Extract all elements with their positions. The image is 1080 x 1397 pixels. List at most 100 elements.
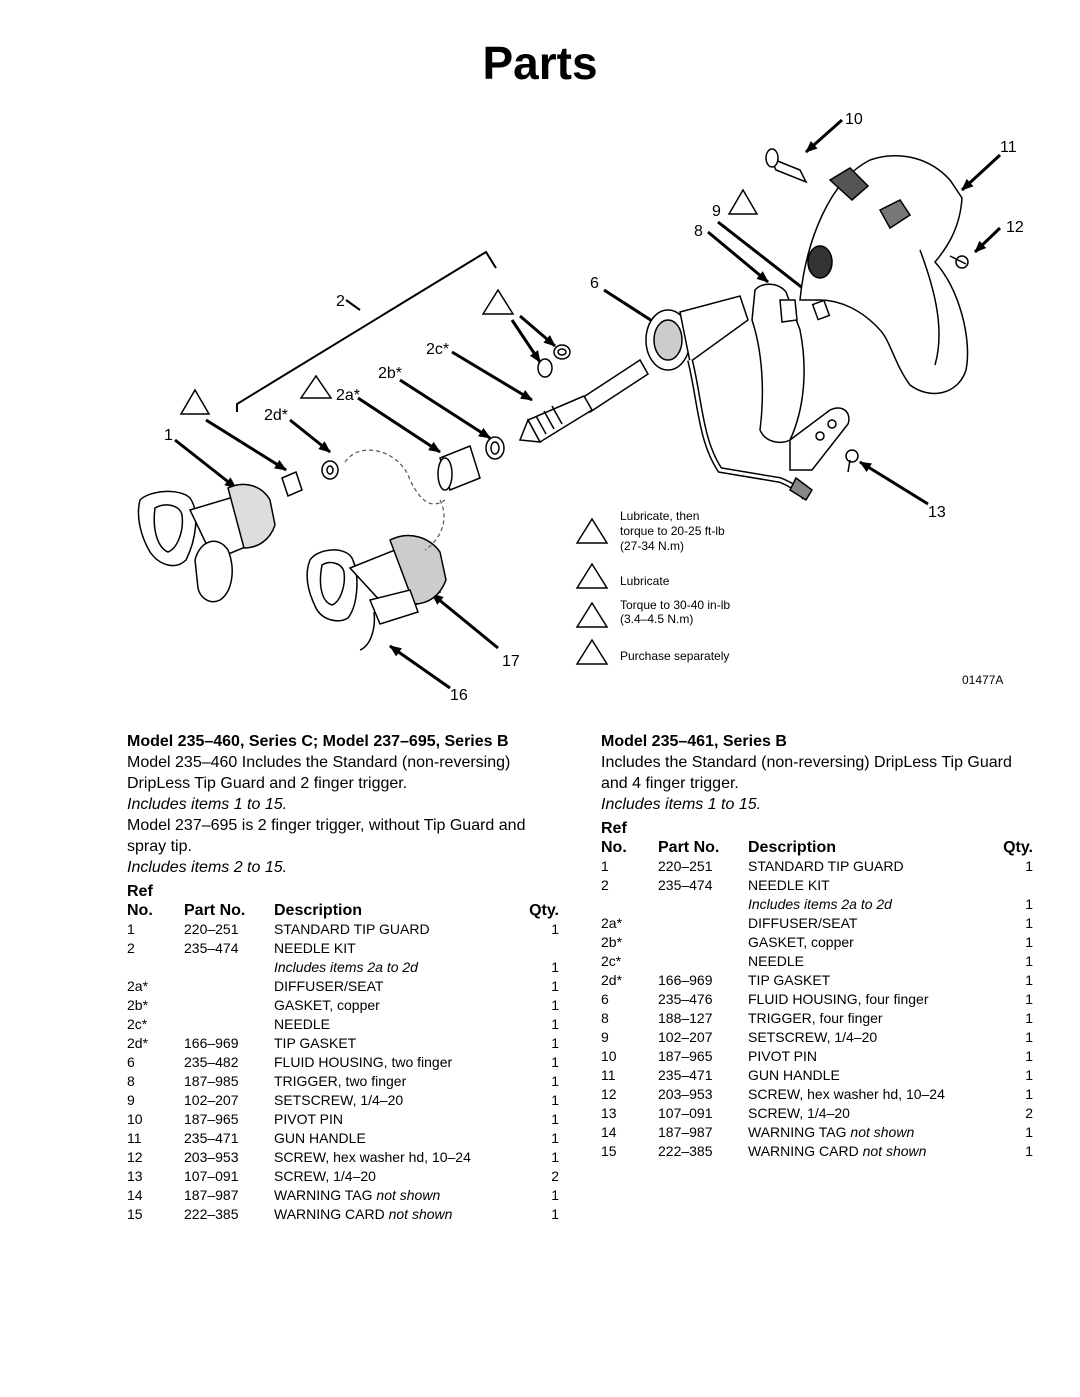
description-cell: STANDARD TIP GUARD <box>274 920 521 939</box>
description-text: WARNING CARD <box>274 1206 385 1222</box>
description-note: not shown <box>388 1206 453 1222</box>
part-no-cell: 102–207 <box>658 1029 713 1045</box>
part-no-cell: 203–953 <box>184 1149 239 1165</box>
diffuser-seat <box>437 445 481 491</box>
ref-cell: 8 <box>127 1073 135 1089</box>
description-text: STANDARD TIP GUARD <box>748 858 904 874</box>
leader-13 <box>859 460 929 506</box>
qty-cell: 1 <box>551 1054 559 1070</box>
description-cell: NEEDLE <box>274 1015 521 1034</box>
ref-cell: 2b* <box>601 934 623 950</box>
description-text: SETSCREW, 1/4–20 <box>748 1029 878 1045</box>
ref-cell: 10 <box>127 1111 143 1127</box>
callout-9: 9 <box>712 203 721 220</box>
description-cell: STANDARD TIP GUARD <box>748 857 995 876</box>
ref-cell: 9 <box>127 1092 135 1108</box>
leader-2c <box>451 350 533 402</box>
description-text: SCREW, 1/4–20 <box>274 1168 376 1184</box>
description-cell: WARNING CARD not shown <box>748 1142 995 1161</box>
description-text: DIFFUSER/SEAT <box>274 978 384 994</box>
callout-labels: 10 11 12 9 8 6 2 2c* 2b* 2a* 2d* 1 13 17… <box>164 111 1024 704</box>
part-no-cell: 220–251 <box>658 858 713 874</box>
qty-cell: 1 <box>1025 858 1033 874</box>
description-cell: DIFFUSER/SEAT <box>748 914 995 933</box>
part-no-cell <box>184 958 274 977</box>
part-no-cell <box>658 895 748 914</box>
part-no-cell: 235–471 <box>184 1130 239 1146</box>
qty-cell: 1 <box>551 1149 559 1165</box>
model-title: Model 235–460, Series C; Model 237–695, … <box>127 733 509 750</box>
ref-cell: 11 <box>601 1067 616 1083</box>
description-text: NEEDLE KIT <box>748 877 830 893</box>
description-cell: SCREW, hex washer hd, 10–24 <box>274 1148 521 1167</box>
qty-cell: 2 <box>1025 1105 1033 1121</box>
description-text: SETSCREW, 1/4–20 <box>274 1092 404 1108</box>
description-cell: NEEDLE KIT <box>274 939 521 958</box>
leader-6 <box>603 288 661 328</box>
ref-cell: 2b* <box>127 997 149 1013</box>
qty-cell: 1 <box>551 1187 559 1203</box>
callout-2a: 2a* <box>336 387 360 404</box>
part-no-cell: 166–969 <box>658 972 713 988</box>
description-text: PIVOT PIN <box>748 1048 817 1064</box>
qty-cell: 1 <box>551 959 559 975</box>
model-title: Model 235–461, Series B <box>601 733 787 750</box>
description-text: PIVOT PIN <box>274 1111 343 1127</box>
part-no-cell <box>658 952 748 971</box>
qty-cell: 1 <box>551 1035 559 1051</box>
ref-cell: 6 <box>601 991 609 1007</box>
description-text: STANDARD TIP GUARD <box>274 921 430 937</box>
qty-cell: 1 <box>551 1130 559 1146</box>
model-description-2: Model 237–695 is 2 finger trigger, witho… <box>127 817 526 855</box>
legend-4-line-1: Purchase separately <box>620 649 729 663</box>
part-no-cell <box>184 996 274 1015</box>
part-no-cell: 107–091 <box>658 1105 713 1121</box>
part-no-cell: 102–207 <box>184 1092 239 1108</box>
description-cell: TRIGGER, two finger <box>274 1072 521 1091</box>
callout-11: 11 <box>1000 139 1017 156</box>
description-text: WARNING TAG <box>274 1187 373 1203</box>
ref-cell <box>601 895 658 914</box>
description-cell: SCREW, 1/4–20 <box>274 1167 521 1186</box>
callout-12: 12 <box>1006 219 1024 236</box>
leader-arrows <box>174 118 1002 690</box>
part-no-cell: 235–482 <box>184 1054 239 1070</box>
ref-cell: 12 <box>601 1086 617 1102</box>
part-no-cell: 187–987 <box>658 1124 713 1140</box>
qty-cell: 1 <box>551 1016 559 1032</box>
leader-17 <box>431 592 499 650</box>
part-no-cell: 187–965 <box>184 1111 239 1127</box>
description-cell: NEEDLE <box>748 952 995 971</box>
ref-cell: 2a* <box>127 978 149 994</box>
gaskets <box>321 344 571 480</box>
legend-1-line-1: Lubricate, then <box>620 509 699 523</box>
leader-triangle-b <box>510 319 542 363</box>
needle-kit-bracket <box>236 250 497 412</box>
page-title: Parts <box>482 37 598 89</box>
part-no-cell: 107–091 <box>184 1168 239 1184</box>
callout-10: 10 <box>845 111 863 128</box>
description-cell: TRIGGER, four finger <box>748 1009 995 1028</box>
part-no-cell: 166–969 <box>184 1035 239 1051</box>
description-cell: SCREW, 1/4–20 <box>748 1104 995 1123</box>
qty-cell: 1 <box>1025 934 1033 950</box>
description-text: TIP GASKET <box>748 972 831 988</box>
ref-cell: 9 <box>601 1029 609 1045</box>
ref-cell: 13 <box>601 1105 617 1121</box>
description-note: Includes items 2a to 2d <box>748 896 892 912</box>
description-cell: Includes items 2a to 2d <box>748 895 995 914</box>
description-note: Includes items 2a to 2d <box>274 959 418 975</box>
